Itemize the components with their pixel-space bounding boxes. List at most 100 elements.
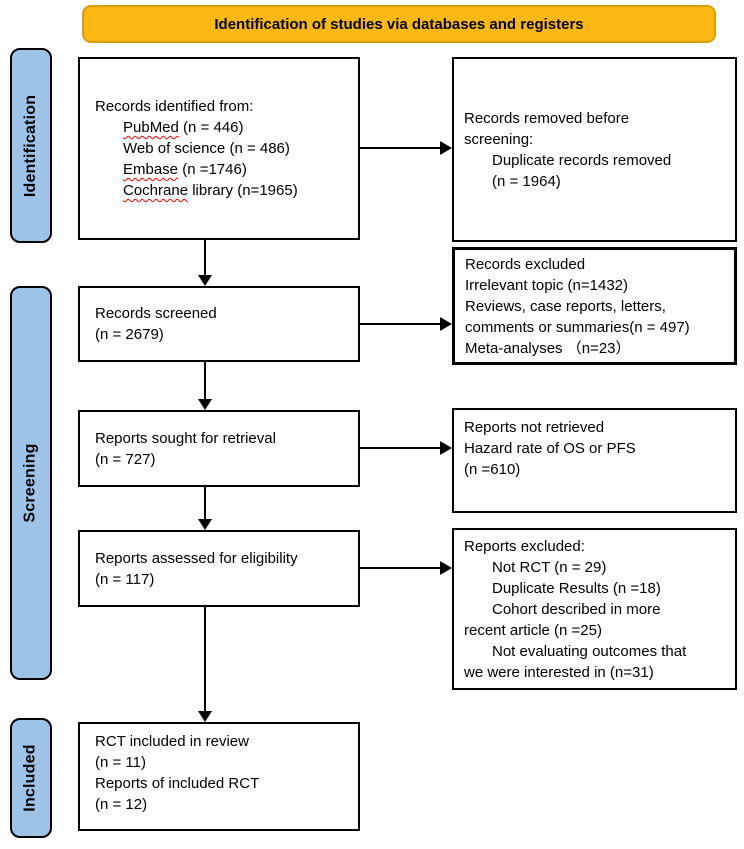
text-segment: Irrelevant topic (n=1432) <box>465 276 629 294</box>
text-segment: Reports assessed for eligibility <box>95 549 298 567</box>
text-segment: Web of science (n = 486) <box>123 140 290 157</box>
box-text-line: screening: <box>464 129 731 150</box>
phase-label-included-text: Included <box>22 744 40 812</box>
box-records-screened: Records screened (n = 2679) <box>78 286 360 362</box>
box-text-line: (n = 727) <box>95 449 354 470</box>
arrow-line <box>359 147 441 149</box>
text-segment: (n = 11) <box>95 754 146 771</box>
text-segment: Reviews, case reports, letters, <box>465 297 666 315</box>
box-reports-sought: Reports sought for retrieval (n = 727) <box>78 410 360 487</box>
box-text-line: Reports excluded: <box>464 536 731 557</box>
text-segment: Cohort described in more <box>492 600 661 618</box>
arrow-line <box>359 567 441 569</box>
arrow-line <box>204 487 206 519</box>
misspelled-word: PubMed <box>123 119 179 136</box>
text-segment: (n =610) <box>464 461 521 478</box>
box-text-line: Hazard rate of OS or PFS <box>464 438 731 459</box>
box-text-line: Reports assessed for eligibility <box>95 548 354 569</box>
box-text-line: (n = 2679) <box>95 324 354 345</box>
text-segment: (n = 1964) <box>492 172 561 190</box>
box-text-line: Reports not retrieved <box>464 417 731 438</box>
box-text-line: we were interested in (n=31) <box>464 662 731 683</box>
box-text-line: (n = 1964) <box>464 171 731 192</box>
text-segment: Duplicate records removed <box>492 151 672 169</box>
arrowhead-right-icon <box>440 441 452 455</box>
box-text-line: (n =610) <box>464 459 731 480</box>
text-segment: (n =1746) <box>178 161 247 178</box>
text-segment: (n = 117) <box>95 570 155 588</box>
arrowhead-down-icon <box>198 399 212 410</box>
arrowhead-right-icon <box>440 141 452 155</box>
box-text-line: Meta-analyses （n=23） <box>465 338 730 359</box>
text-segment: (n = 727) <box>95 450 156 468</box>
text-segment: Records identified from: <box>95 98 254 115</box>
text-segment: Records removed before <box>464 109 630 127</box>
arrowhead-down-icon <box>198 519 212 530</box>
box-text-line: (n = 11) <box>95 752 354 773</box>
text-segment: comments or summaries(n = 497) <box>465 318 690 336</box>
text-segment: library (n=1965) <box>188 182 298 199</box>
box-text-line: Reports sought for retrieval <box>95 428 354 449</box>
misspelled-word: Cochrane <box>123 182 189 199</box>
box-text-line: (n = 117) <box>95 569 354 590</box>
text-segment: screening: <box>464 130 534 148</box>
phase-label-screening-text: Screening <box>22 443 40 523</box>
box-text-line: Records screened <box>95 303 354 324</box>
box-text-line: Duplicate records removed <box>464 150 731 171</box>
box-records-removed: Records removed before screening: Duplicat… <box>452 57 737 242</box>
phase-label-included: Included <box>10 718 52 838</box>
box-records-identified: Records identified from: PubMed (n = 446)… <box>78 57 360 240</box>
text-segment: Records excluded <box>465 255 586 273</box>
box-text-line: comments or summaries(n = 497) <box>465 317 730 338</box>
box-text-line: PubMed (n = 446) <box>95 117 354 138</box>
text-segment: (n = 446) <box>178 119 244 136</box>
text-segment: (n = 2679) <box>95 326 164 343</box>
arrow-line <box>359 323 441 325</box>
phase-label-identification-text: Identification <box>22 94 40 197</box>
box-text-line: Irrelevant topic (n=1432) <box>465 275 730 296</box>
box-reports-assessed: Reports assessed for eligibility (n = 117… <box>78 530 360 607</box>
box-text-line: recent article (n =25) <box>464 620 731 641</box>
arrow-line <box>204 240 206 275</box>
text-segment: Reports sought for retrieval <box>95 429 276 447</box>
box-text-line: RCT included in review <box>95 731 354 752</box>
box-text-line: Records identified from: <box>95 96 354 117</box>
box-text-line: Cochrane library (n=1965) <box>95 180 354 201</box>
text-segment: (n = 12) <box>95 796 148 813</box>
text-segment: Reports not retrieved <box>464 419 605 436</box>
phase-label-screening: Screening <box>10 286 52 680</box>
text-segment: Duplicate Results (n =18) <box>492 579 661 597</box>
box-text-line: (n = 12) <box>95 794 354 815</box>
banner-identification-of-studies: Identification of studies via databases … <box>82 5 716 43</box>
box-reports-excluded: Reports excluded: Not RCT (n = 29) Duplica… <box>452 528 737 690</box>
box-text-line: Embase (n =1746) <box>95 159 354 180</box>
arrowhead-down-icon <box>198 275 212 286</box>
misspelled-word: Embase <box>123 161 179 178</box>
text-segment: Not evaluating outcomes that <box>492 642 687 660</box>
box-rct-included: RCT included in review (n = 11) Reports of… <box>78 722 360 831</box>
box-text-line: Not evaluating outcomes that <box>464 641 731 662</box>
box-text-line: Not RCT (n = 29) <box>464 557 731 578</box>
box-text-line: Records removed before <box>464 108 731 129</box>
text-segment: we were interested in (n=31) <box>464 663 654 681</box>
box-text-line: Cohort described in more <box>464 599 731 620</box>
box-text-line: Duplicate Results (n =18) <box>464 578 731 599</box>
text-segment: Meta-analyses （n=23） <box>465 339 631 357</box>
box-text-line: Records excluded <box>465 254 730 275</box>
box-text-line: Web of science (n = 486) <box>95 138 354 159</box>
arrow-line <box>204 362 206 399</box>
text-segment: Records screened <box>95 305 217 322</box>
arrowhead-right-icon <box>440 561 452 575</box>
arrow-line <box>359 447 441 449</box>
arrow-line <box>204 607 206 711</box>
text-segment: recent article (n =25) <box>464 621 602 639</box>
text-segment: Reports excluded: <box>464 537 585 555</box>
text-segment: Reports of included RCT <box>95 775 260 792</box>
box-text-line: Reviews, case reports, letters, <box>465 296 730 317</box>
arrowhead-right-icon <box>440 317 452 331</box>
text-segment: Not RCT (n = 29) <box>492 558 607 576</box>
box-text-line: Reports of included RCT <box>95 773 354 794</box>
